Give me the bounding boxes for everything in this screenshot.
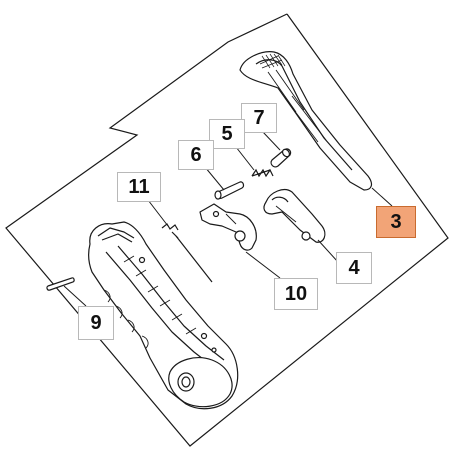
callout-6: 6 — [178, 140, 214, 170]
callout-5: 5 — [209, 119, 245, 149]
leader-7 — [261, 130, 281, 151]
leader-9 — [63, 285, 87, 307]
handle-housing — [88, 221, 239, 410]
part-6-pin — [214, 181, 245, 200]
leader-6 — [204, 166, 225, 191]
part-11-wire — [161, 223, 213, 283]
part-3-grip-cover — [239, 51, 373, 191]
leader-10 — [245, 251, 281, 279]
leader-4 — [317, 239, 339, 263]
part-9-pin — [46, 277, 75, 291]
leader-3 — [371, 187, 393, 207]
part-5-spring — [251, 168, 274, 178]
leader-11 — [147, 199, 169, 227]
callout-3-highlighted: 3 — [376, 206, 416, 238]
leader-5 — [235, 146, 255, 171]
callout-9: 9 — [78, 306, 114, 340]
part-10-lockout-lever — [199, 203, 257, 251]
callout-10: 10 — [274, 278, 318, 310]
part-4-trigger — [263, 189, 326, 243]
callout-11: 11 — [117, 172, 161, 202]
panel-outline — [5, 13, 449, 447]
part-7-sleeve — [270, 148, 292, 168]
callout-7: 7 — [241, 103, 277, 133]
callout-4: 4 — [336, 252, 372, 284]
